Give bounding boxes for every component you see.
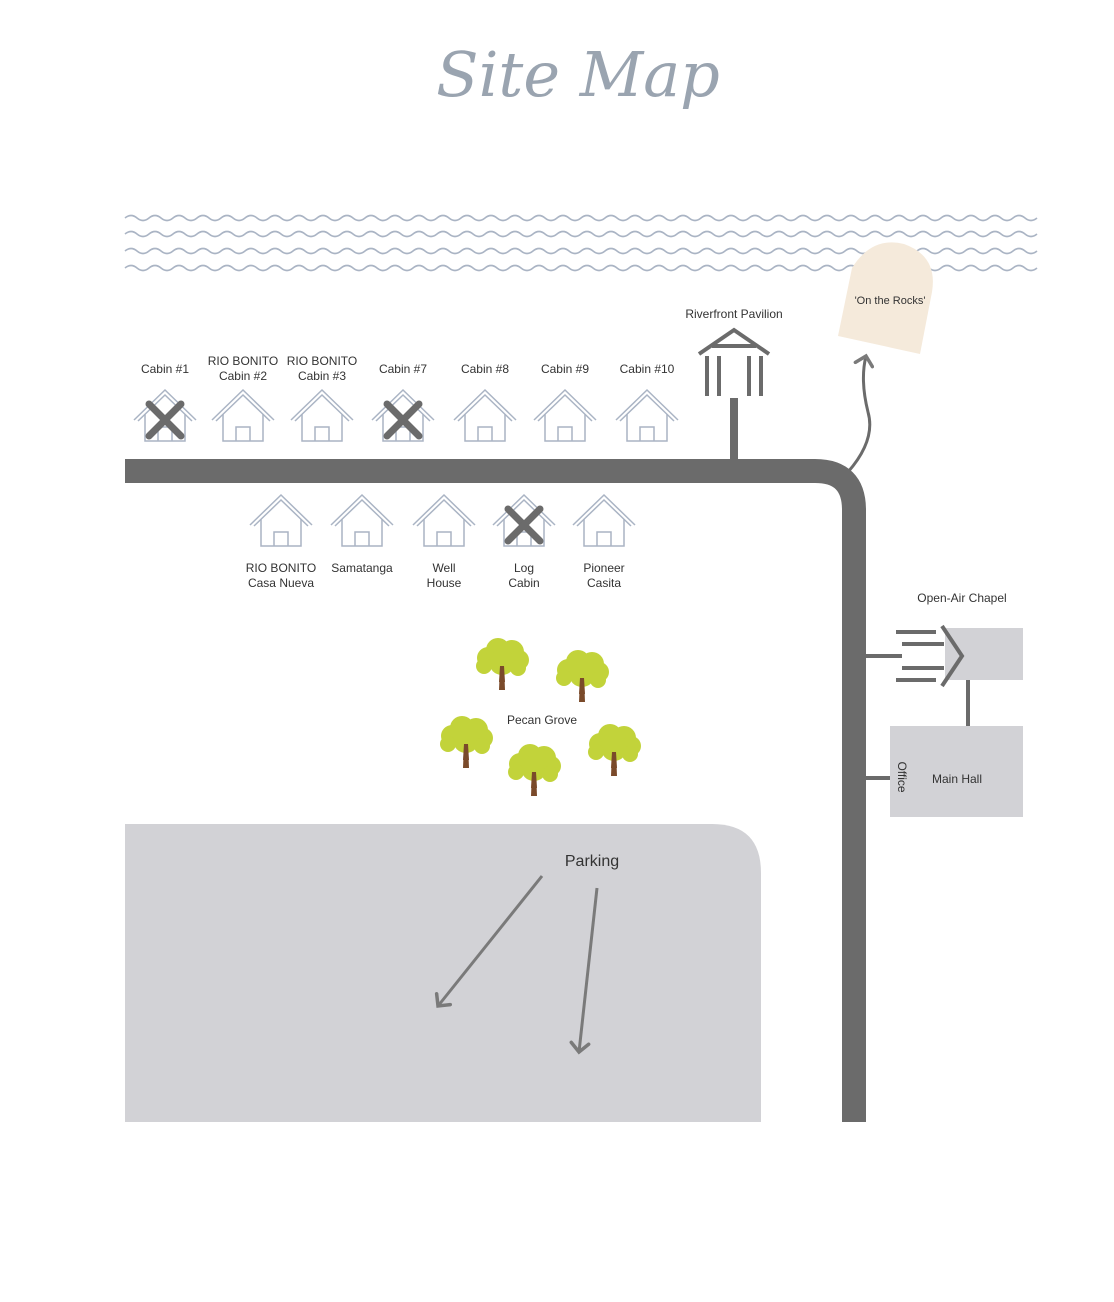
cabin-label: Pioneer: [583, 561, 624, 575]
main-road: [125, 459, 866, 1122]
x-mark-icon: [504, 505, 544, 545]
tree-icon: [556, 650, 609, 702]
cabin-label: RIO BONITO: [246, 561, 316, 575]
tree-cluster: [440, 638, 641, 796]
tree-icon: [440, 716, 493, 768]
house-icon: [249, 493, 313, 547]
house-icon: [615, 388, 679, 442]
cabin-label: Cabin #7: [379, 362, 427, 376]
cabin-label: Cabin #3: [298, 369, 346, 383]
page-title: Site Map: [436, 38, 720, 111]
parking-arrow-right: [569, 887, 599, 1055]
house-icon: [211, 388, 275, 442]
top-cabin-7[interactable]: Cabin #10: [615, 362, 679, 442]
wave-line: [124, 214, 1038, 222]
cabin-label: House: [427, 576, 462, 590]
cabin-label: Cabin #2: [219, 369, 267, 383]
top-cabin-1[interactable]: Cabin #1: [133, 362, 197, 442]
open-air-chapel-label: Open-Air Chapel: [917, 591, 1006, 605]
path-to-rocks-arrow: [846, 353, 875, 473]
cabin-label: Cabin #1: [141, 362, 189, 376]
tree-icon: [476, 638, 529, 690]
riverfront-pavilion-label: Riverfront Pavilion: [685, 307, 782, 321]
tree-icon: [508, 744, 561, 796]
x-mark-icon: [383, 400, 423, 440]
cabin-label: Cabin: [508, 576, 539, 590]
cabin-label: Casa Nueva: [248, 576, 314, 590]
house-icon: [330, 493, 394, 547]
cabin-label: Cabin #9: [541, 362, 589, 376]
house-icon: [133, 388, 197, 442]
parking-arrow-left: [434, 875, 544, 1008]
chapel-building: [945, 628, 1023, 680]
office-label: Office: [895, 761, 909, 792]
pecan-grove[interactable]: Pecan Grove: [440, 638, 641, 796]
chapel-icon: [896, 624, 965, 688]
cabin-label: Cabin #8: [461, 362, 509, 376]
house-icon: [533, 388, 597, 442]
open-air-chapel[interactable]: Open-Air Chapel: [896, 591, 1023, 688]
cabin-label: Cabin #10: [620, 362, 675, 376]
rocks-shape: [838, 242, 933, 354]
cabin-label: Log: [514, 561, 534, 575]
cabin-label: Well: [432, 561, 455, 575]
parking-lot[interactable]: Parking: [125, 824, 761, 1122]
top-cabin-6[interactable]: Cabin #9: [533, 362, 597, 442]
house-icon: [492, 493, 556, 547]
x-mark-icon: [145, 400, 185, 440]
parking-label: Parking: [565, 853, 619, 870]
cabin-label: RIO BONITO: [208, 354, 278, 368]
on-the-rocks-label: 'On the Rocks': [855, 295, 926, 307]
riverfront-pavilion[interactable]: Riverfront Pavilion: [685, 307, 783, 396]
house-icon: [371, 388, 435, 442]
pecan-grove-label: Pecan Grove: [507, 713, 577, 727]
house-icon: [290, 388, 354, 442]
house-icon: [453, 388, 517, 442]
on-the-rocks-area[interactable]: 'On the Rocks': [838, 242, 933, 354]
main-hall[interactable]: Main Hall Office: [890, 726, 1023, 817]
top-cabin-4[interactable]: Cabin #7: [371, 362, 435, 442]
wave-line: [124, 230, 1038, 238]
tree-icon: [588, 724, 641, 776]
cabin-label: RIO BONITO: [287, 354, 357, 368]
cabin-label: Casita: [587, 576, 621, 590]
bottom-cabin-2[interactable]: Samatanga: [330, 493, 394, 575]
pavilion-icon: [697, 327, 771, 396]
parking-area: [125, 824, 761, 1122]
main-hall-building: [890, 726, 1023, 817]
cabin-label: Samatanga: [331, 561, 393, 575]
top-cabin-5[interactable]: Cabin #8: [453, 362, 517, 442]
house-icon: [412, 493, 476, 547]
main-hall-label: Main Hall: [932, 772, 982, 786]
house-icon: [572, 493, 636, 547]
